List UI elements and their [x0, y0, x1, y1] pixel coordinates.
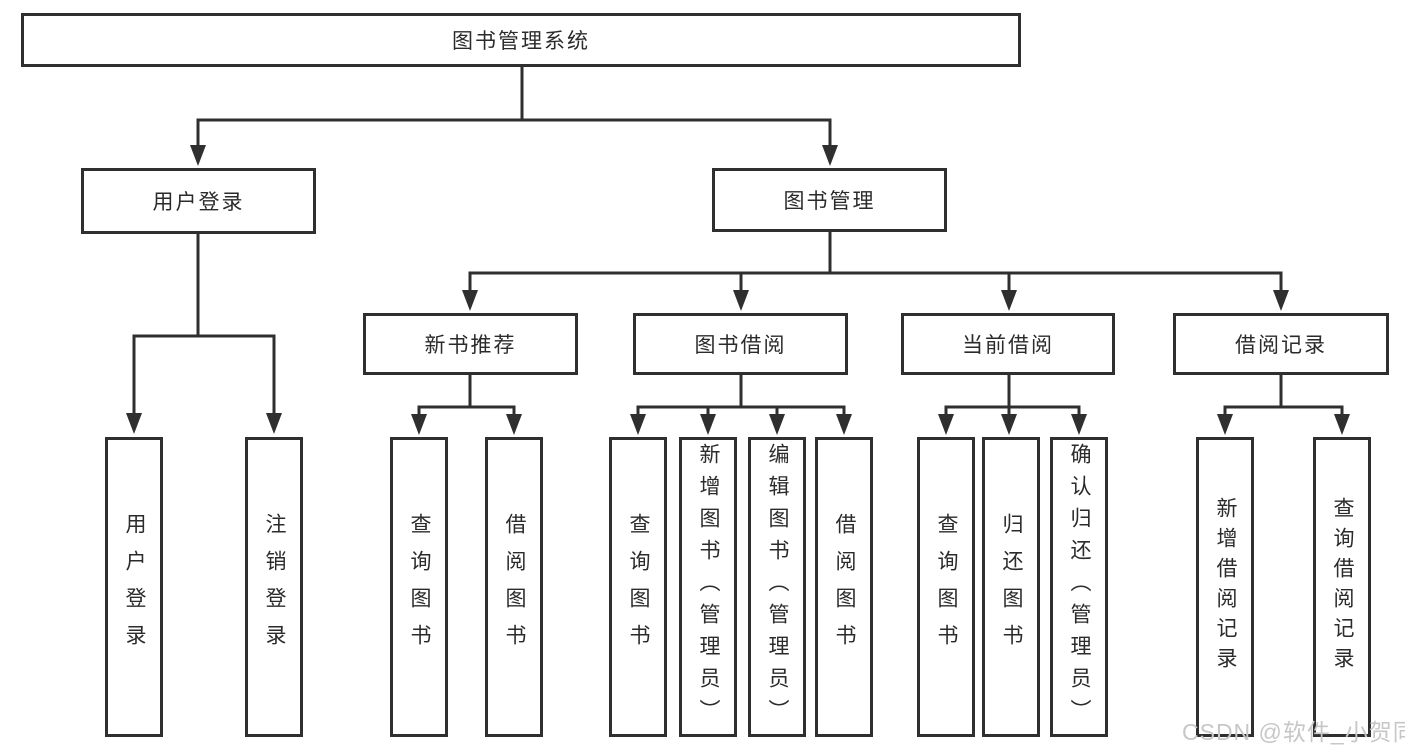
leaf-add-books-admin: 新增图书（管理员）: [679, 437, 737, 737]
leaf-query-borrow-record: 查询借阅记录: [1313, 437, 1371, 737]
leaf-query-books-current: 查询图书: [917, 437, 975, 737]
edges-borrow-records: [1217, 374, 1350, 435]
node-book-borrow: 图书借阅: [633, 313, 848, 375]
leaf-logout-login: 注销登录: [245, 437, 303, 737]
node-new-book-recommend: 新书推荐: [363, 313, 578, 375]
edges-root: [190, 66, 838, 166]
leaf-add-borrow-record: 新增借阅记录: [1196, 437, 1254, 737]
leaf-confirm-return-admin: 确认归还（管理员）: [1050, 437, 1108, 737]
leaf-query-books-recommend: 查询图书: [390, 437, 448, 737]
leaf-borrow-books-recommend: 借阅图书: [485, 437, 543, 737]
leaf-borrow-books: 借阅图书: [815, 437, 873, 737]
edges-book-borrow: [630, 374, 852, 435]
node-borrow-records: 借阅记录: [1173, 313, 1389, 375]
node-book-management: 图书管理: [712, 168, 947, 232]
node-root: 图书管理系统: [21, 13, 1021, 67]
edges-book-management: [462, 231, 1289, 311]
edges-new-book-recommend: [411, 374, 522, 435]
node-current-borrow: 当前借阅: [901, 313, 1115, 375]
edges-current-borrow: [938, 374, 1087, 435]
leaf-user-login: 用户登录: [105, 437, 163, 737]
watermark: CSDN @软件_小贺同学: [1182, 719, 1405, 745]
leaf-edit-books-admin: 编辑图书（管理员）: [748, 437, 806, 737]
leaf-query-books-borrow: 查询图书: [609, 437, 667, 737]
leaf-return-books: 归还图书: [982, 437, 1040, 737]
node-user-login: 用户登录: [81, 168, 316, 234]
edges-user-login: [126, 233, 282, 434]
